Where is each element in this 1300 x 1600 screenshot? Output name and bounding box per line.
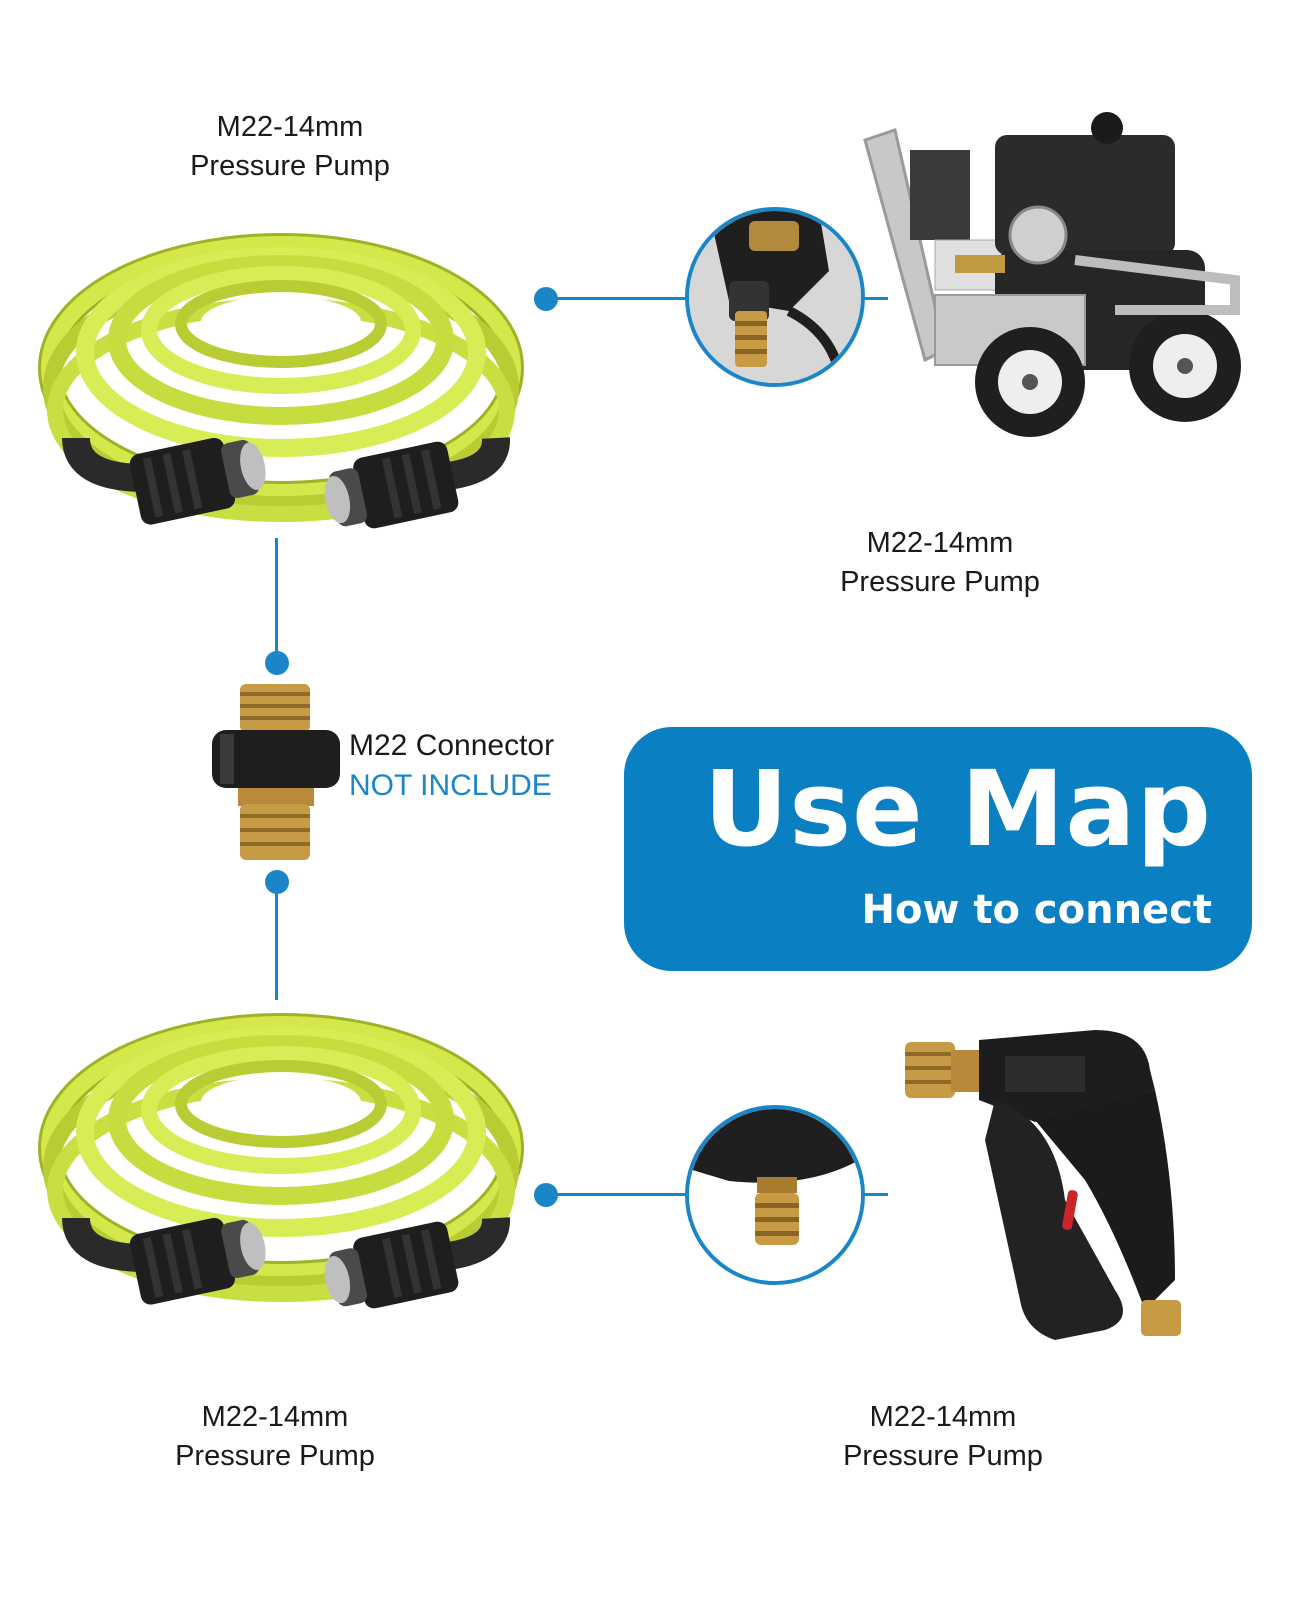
- connection-line-top: [546, 297, 686, 300]
- gun-inlet-closeup-icon: [685, 1105, 865, 1285]
- label-bottom-right-line2: Pressure Pump: [843, 1440, 1043, 1472]
- spray-gun-icon: [905, 1030, 1181, 1340]
- label-top-left-line2: Pressure Pump: [190, 150, 390, 182]
- label-top-right: M22-14mm Pressure Pump: [835, 524, 1045, 602]
- label-top-right-line1: M22-14mm: [866, 527, 1014, 559]
- use-map-subtitle: How to connect: [861, 887, 1212, 933]
- label-top-left-line1: M22-14mm: [216, 111, 364, 143]
- use-map-title: Use Map: [703, 748, 1212, 870]
- label-bottom-right-line1: M22-14mm: [869, 1401, 1017, 1433]
- label-bottom-left-line1: M22-14mm: [201, 1401, 349, 1433]
- use-map-panel: Use Map How to connect: [624, 727, 1252, 971]
- connector-label: M22 Connector NOT INCLUDE: [349, 726, 554, 806]
- hose-coil-top-icon: [38, 233, 524, 529]
- connection-line-vertical-top: [275, 538, 278, 662]
- label-bottom-left: M22-14mm Pressure Pump: [170, 1398, 380, 1476]
- connector-name: M22 Connector: [349, 729, 555, 762]
- pressure-washer-icon: [863, 112, 1241, 437]
- label-top-left: M22-14mm Pressure Pump: [185, 108, 395, 186]
- pump-outlet-closeup-icon: [685, 207, 865, 387]
- connector-note: NOT INCLUDE: [349, 769, 552, 802]
- m22-connector-icon: [212, 684, 340, 860]
- hose-coil-bottom-icon: [38, 1013, 524, 1309]
- connection-line-vertical-bottom: [275, 882, 278, 1000]
- label-bottom-right: M22-14mm Pressure Pump: [838, 1398, 1048, 1476]
- connection-line-bottom: [546, 1193, 686, 1196]
- label-bottom-left-line2: Pressure Pump: [175, 1440, 375, 1472]
- connection-line-top-end: [864, 297, 888, 300]
- label-top-right-line2: Pressure Pump: [840, 566, 1040, 598]
- connection-line-bottom-end: [864, 1193, 888, 1196]
- connection-dot-upper: [265, 651, 289, 675]
